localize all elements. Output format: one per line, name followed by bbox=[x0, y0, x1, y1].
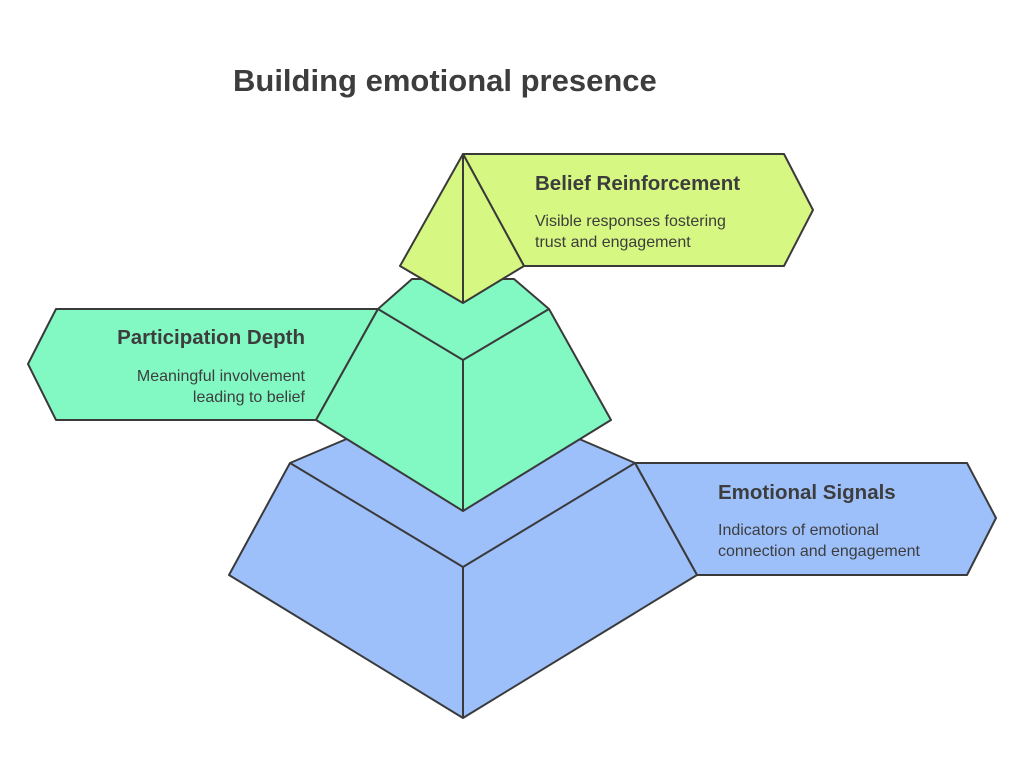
belief-reinforcement-desc-line-1: Visible responses fostering bbox=[535, 213, 726, 230]
emotional-signals-desc-line-2: connection and engagement bbox=[718, 543, 920, 560]
participation-depth-desc-line-1: Meaningful involvement bbox=[137, 368, 306, 385]
participation-depth-desc-line-2: leading to belief bbox=[193, 389, 306, 406]
diagram-title: Building emotional presence bbox=[233, 63, 657, 98]
emotional-signals-title: Emotional Signals bbox=[718, 481, 896, 504]
tier-participation-depth: Participation Depth Meaningful involveme… bbox=[27, 278, 612, 512]
belief-reinforcement-title: Belief Reinforcement bbox=[535, 172, 740, 195]
belief-reinforcement-desc-line-2: trust and engagement bbox=[535, 234, 691, 251]
emotional-signals-desc-line-1: Indicators of emotional bbox=[718, 522, 879, 539]
tier-belief-reinforcement: Belief Reinforcement Visible responses f… bbox=[399, 153, 814, 304]
tier-emotional-signals: Emotional Signals Indicators of emotiona… bbox=[228, 431, 997, 719]
participation-depth-title: Participation Depth bbox=[117, 326, 305, 349]
